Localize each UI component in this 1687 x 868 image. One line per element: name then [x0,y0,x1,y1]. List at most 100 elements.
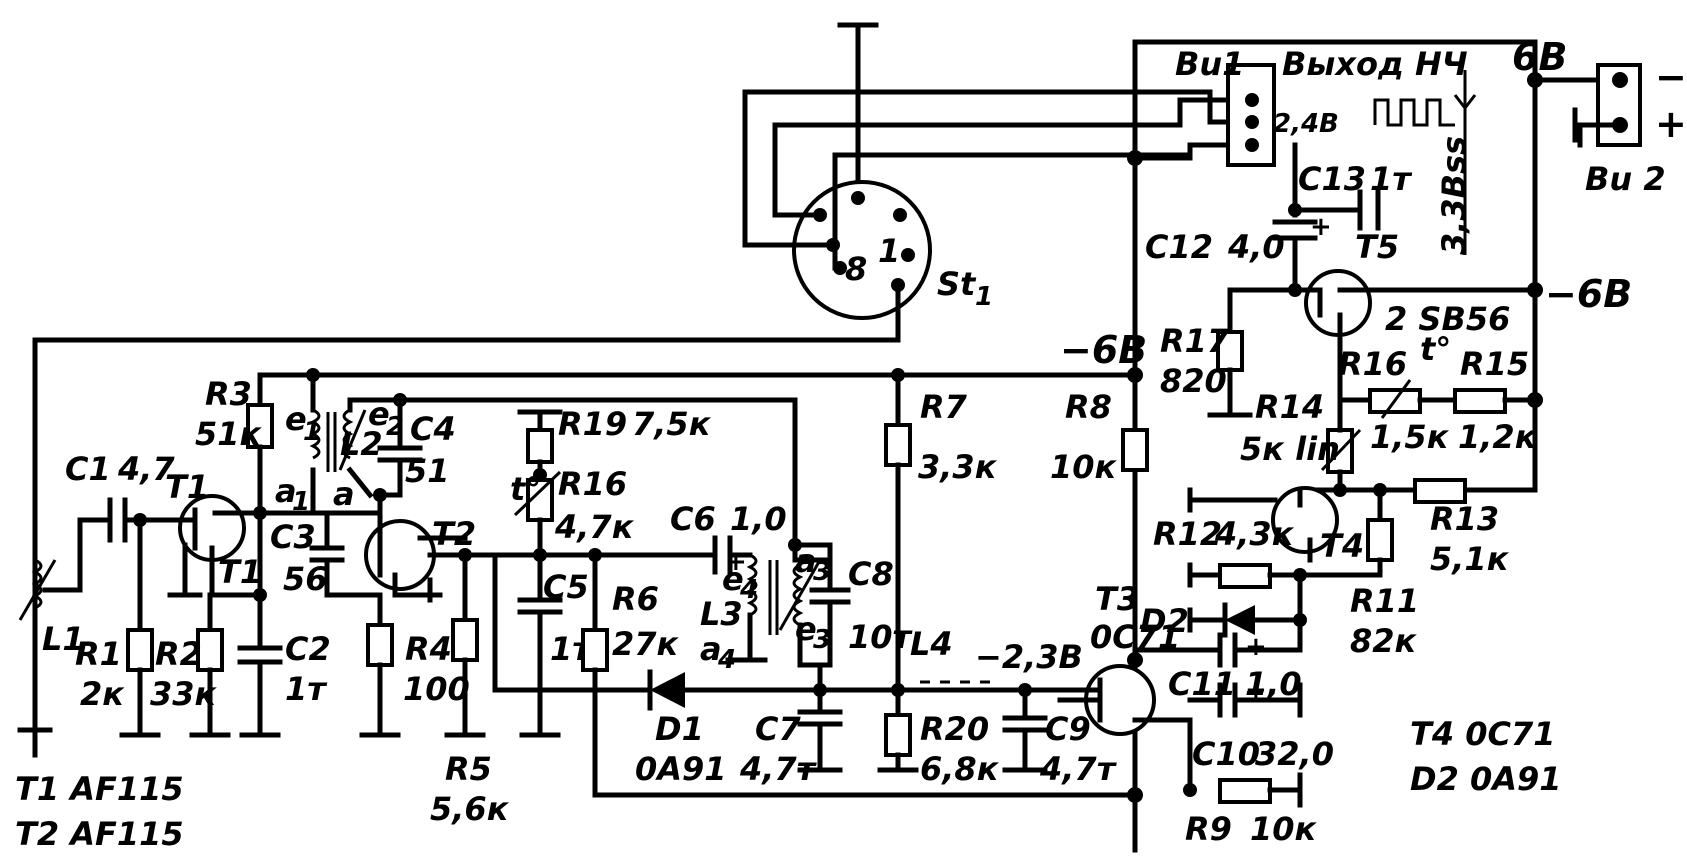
svg-text:4,7: 4,7 [117,450,175,488]
inductor-l4: L4 −2,3В [891,625,1083,697]
svg-text:C10: C10 [1192,735,1260,773]
svg-text:5,6к: 5,6к [430,790,510,828]
svg-text:R4: R4 [405,630,452,668]
svg-text:C11: C11 [1168,665,1236,703]
svg-text:R3: R3 [205,375,252,413]
svg-text:R7: R7 [920,388,968,426]
capacitor-c3: C3 56 [270,512,383,598]
svg-text:L3: L3 [700,595,743,633]
svg-text:8: 8 [845,250,867,288]
capacitor-c9: C9 4,7т [1002,683,1118,788]
svg-text:1,0: 1,0 [730,500,787,538]
svg-text:t°: t° [1420,330,1451,368]
st1-output-wires [32,89,1248,758]
transistor-t2: T2 [364,510,476,603]
svg-text:C9: C9 [1045,710,1091,748]
minus-6v-rail: R3 51к [195,368,1138,598]
svg-text:820: 820 [1160,362,1227,400]
svg-text:Выход НЧ: Выход НЧ [1282,45,1468,83]
svg-text:3: 3 [813,625,831,655]
svg-text:5к lin: 5к lin [1240,430,1340,468]
svg-text:T2: T2 [432,515,476,553]
capacitor-c4: C4 51 [377,393,456,498]
svg-text:4,3к: 4,3к [1214,515,1295,553]
svg-text:C5: C5 [543,568,589,606]
svg-text:1: 1 [878,232,900,270]
svg-text:R16: R16 [1338,345,1407,383]
svg-text:3: 3 [813,557,831,587]
svg-text:C4: C4 [410,410,456,448]
svg-text:R6: R6 [612,580,659,618]
svg-text:R1: R1 [75,635,122,673]
svg-text:T5: T5 [1355,228,1399,266]
svg-text:−6В: −6В [1545,272,1632,316]
svg-text:R20: R20 [920,710,989,748]
svg-text:1: 1 [303,417,321,447]
socket-bu1: Bu1 Выход НЧ 2,4В [1175,45,1468,167]
svg-text:−: − [1655,55,1687,99]
capacitor-c8: C8 10т [797,542,914,697]
svg-text:R13: R13 [1430,500,1499,538]
socket-bu2: − + Bu 2 [1572,55,1687,198]
svg-text:R16: R16 [558,465,627,503]
svg-text:R11: R11 [1350,582,1419,620]
svg-text:51: 51 [405,452,450,490]
din-connector-st1: 8 1 St 1 [792,22,993,320]
svg-text:L4: L4 [910,625,953,663]
svg-text:10к: 10к [1050,448,1118,486]
svg-text:St: St [937,265,977,303]
svg-text:a: a [275,472,297,510]
square-wave-icon [1373,98,1455,127]
capacitor-c7: C7 4,7т [739,687,843,788]
svg-text:a: a [700,630,722,668]
svg-text:e: e [722,560,744,598]
svg-text:51к: 51к [195,415,263,453]
svg-text:1,0: 1,0 [1245,665,1302,703]
svg-text:1,5к: 1,5к [1370,418,1450,456]
svg-text:R14: R14 [1255,388,1324,426]
svg-text:C1: C1 [65,450,111,488]
svg-text:0C71: 0C71 [1090,618,1180,656]
transistor-t5: C13 1т + C12 4,0 T5 2 SB56 −6В R17 820 [1145,142,1632,418]
svg-text:T4: T4 [1320,527,1364,565]
svg-text:+: + [1655,102,1687,146]
component-legend: T4 0C71 D2 0А91 T1 AF115 T2 AF115 [15,715,1562,853]
svg-text:D2: D2 [1140,602,1189,640]
svg-text:100: 100 [403,670,470,708]
svg-text:1т: 1т [1370,160,1413,198]
transistor-t3: −6В R8 10к T3 0C71 + C11 1,0 C10 32,0 R9… [1050,328,1334,848]
svg-text:10т: 10т [848,618,914,656]
svg-text:82к: 82к [1350,622,1418,660]
svg-text:4,0: 4,0 [1227,228,1285,266]
svg-text:0А91: 0А91 [635,750,727,788]
svg-text:D1: D1 [655,710,704,748]
svg-text:4,7к: 4,7к [554,508,635,546]
svg-text:+: + [1245,632,1267,662]
transformer-l3: e 4 L3 a 4 a 3 e 3 [700,538,833,675]
resistor-r20: R20 6,8к [877,687,1000,788]
capacitor-c1: C1 4,7 [65,450,188,543]
svg-text:3,3Вss: 3,3Вss [1435,136,1473,255]
resistor-r6: R6 27к [581,548,1138,798]
resistors-r1-r2: R1 2к R2 33к [75,517,231,738]
svg-text:2к: 2к [80,675,125,713]
svg-text:L2: L2 [340,425,383,463]
svg-text:C12: C12 [1145,228,1213,266]
svg-text:R15: R15 [1460,345,1529,383]
resistor-r4: R4 100 [359,592,470,738]
svg-text:R2: R2 [155,635,202,673]
svg-text:7,5к: 7,5к [632,405,712,443]
svg-text:+: + [1310,212,1332,242]
svg-text:C7: C7 [755,710,801,748]
svg-text:C6: C6 [670,500,716,538]
svg-text:R17: R17 [1160,322,1230,360]
svg-text:2,4В: 2,4В [1273,109,1339,139]
svg-text:3,3к: 3,3к [918,448,998,486]
svg-text:R19: R19 [558,405,627,443]
svg-text:−2,3В: −2,3В [975,638,1083,676]
transistor-t4: R13 5,1к T4 R11 82к R12 4,3к D2 + [1132,478,1538,668]
svg-text:T1 AF115: T1 AF115 [15,770,184,808]
svg-text:a: a [795,542,817,580]
svg-text:4,7т: 4,7т [739,750,818,788]
svg-text:Bu1: Bu1 [1175,45,1244,83]
